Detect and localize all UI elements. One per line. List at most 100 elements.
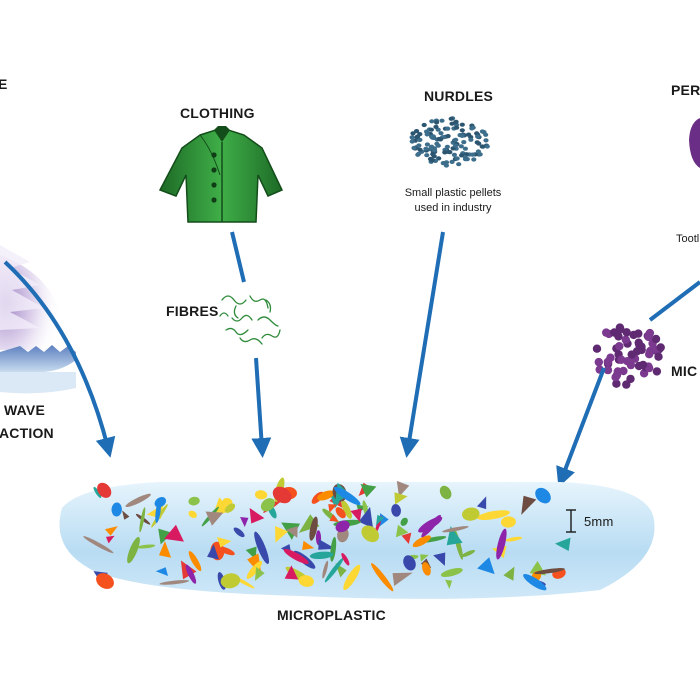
plastic-fragment [96,573,114,589]
nurdle-pellet [427,147,433,152]
plastic-fragment [298,514,320,533]
nurdle-pellet [411,145,417,151]
plastic-fragment [220,573,241,589]
plastic-fragment [422,562,431,576]
microbead [644,332,653,342]
plastic-fragment [105,535,115,544]
plastic-fragment [122,510,130,520]
nurdle-pellet [470,125,476,130]
plastic-fragment [462,507,480,521]
nurdle-pellet [409,135,415,140]
plastic-fragment [433,552,446,566]
label-microbeads-partial: MIC [671,363,698,379]
nurdles-caption-line1: Small plastic pellets [404,187,502,199]
plastic-fragment [275,526,289,543]
plastic-fragment [420,554,429,562]
microbead [632,347,642,356]
plastic-fragment [343,564,361,591]
plastic-fragment [394,492,408,505]
nurdle-pellet [462,146,468,151]
plastic-fragment [329,514,339,522]
microbead [656,343,665,352]
plastic-fragment [284,565,299,580]
microbead [619,366,628,376]
nurdle-pellet [462,157,469,162]
microbead [592,344,602,353]
nurdle-pellet [434,120,440,125]
nurdle-pellet [430,152,436,157]
product-icon [689,118,700,168]
plastic-fragment [401,532,412,544]
clothing-to-fibres-arrow [230,231,246,283]
nurdle-pellet [483,132,489,137]
nurdle-pellet [475,134,481,139]
nurdles-arrow [399,231,445,458]
nurdle-pellet [451,152,457,157]
plastic-fragment [254,490,268,500]
nurdle-pellet [479,129,485,134]
microbead [615,342,624,351]
nurdle-pellet [428,157,434,162]
nurdle-pellet [445,126,451,131]
nurdle-pellet [424,132,430,137]
plastic-fragment [333,486,361,506]
microbead [612,371,622,380]
plastic-fragment [246,560,263,579]
plastic-fragment [188,551,202,572]
microbead [612,379,621,388]
microbeads-cluster-icon [592,323,665,389]
plastic-fragment [396,480,410,497]
nurdle-pellet [453,143,459,148]
nurdle-pellet [417,137,423,142]
nurdle-pellet [453,120,459,125]
plastic-fragment [254,531,270,564]
plastic-fragment [207,544,219,560]
microbead [626,360,636,370]
plastic-fragment [254,567,265,581]
plastic-fragment [272,486,292,504]
nurdles-caption-line2: used in industry [414,202,492,214]
plastic-fragment [554,537,571,551]
plastic-fragment [371,563,394,592]
nurdle-pellet [424,142,430,147]
plastic-fragment [159,580,190,585]
nurdle-pellet [438,131,444,136]
nurdle-pellet [484,144,490,149]
label-microplastic: MICROPLASTIC [277,607,386,623]
plastic-fragment [412,535,431,548]
nurdle-pellet [443,160,450,165]
nurdle-pellet [459,128,465,133]
plastic-fragment [421,514,441,538]
plastic-fragment [505,536,523,542]
nurdle-pellet [454,125,460,130]
plastic-fragment [360,484,377,498]
plastic-fragment [136,544,156,549]
microbead [617,355,626,364]
plastic-fragment [395,524,409,538]
microbead [645,350,654,359]
plastic-fragment [477,557,495,575]
microbead [603,365,613,375]
label-action: ACTION [0,425,54,441]
nurdle-pellet [443,163,449,168]
plastic-fragment [476,510,510,521]
nurdle-pellet [448,116,454,121]
plastic-fragment [298,575,314,587]
microbead [621,335,630,344]
plastic-fragment [155,499,162,523]
plastic-fragment [224,503,236,513]
plastic-fragment [523,574,547,591]
plastic-fragment [535,487,551,504]
plastic-fragment [317,490,335,501]
plastic-fragment [439,485,452,500]
plastic-fragment [286,526,298,538]
plastic-fragment [188,496,200,506]
plastic-fragment [125,493,151,508]
label-personal-care-partial: PER [671,82,700,98]
nurdle-pellet [458,144,464,149]
wave-icon [0,245,76,394]
nurdle-pellet [416,143,422,148]
nurdle-pellet [436,156,442,161]
microbead [638,360,648,370]
scale-bar [566,509,576,533]
